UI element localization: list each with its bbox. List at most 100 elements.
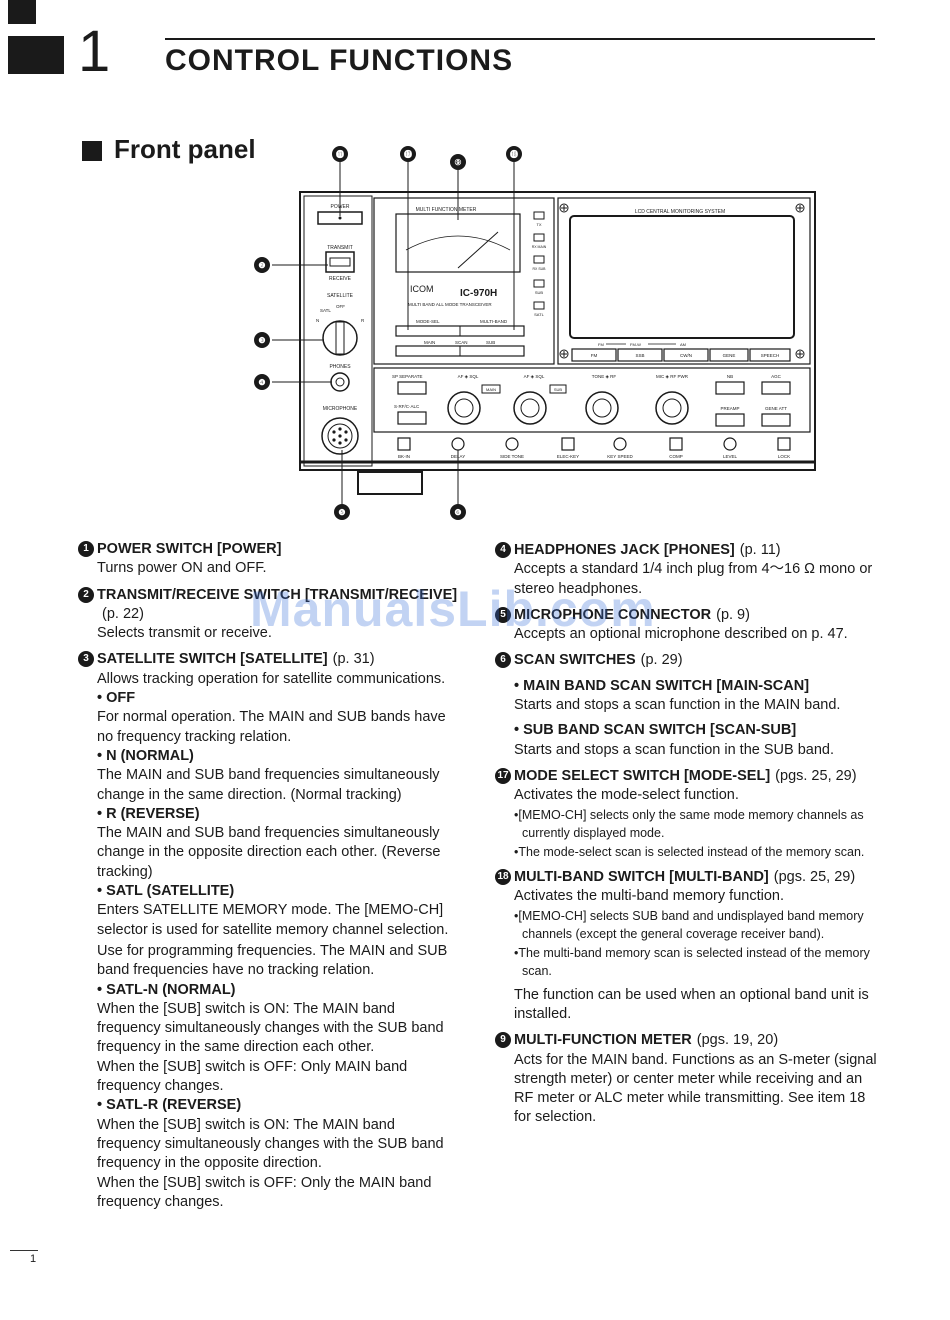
mode-satl-n-text2: When the [SUB] switch is OFF: Only MAIN …: [97, 1058, 408, 1095]
mode-sel-label: MODE-SEL: [416, 319, 440, 324]
item-9-number: 9: [495, 1032, 511, 1049]
front-panel-diagram: POWER TRANSMIT RECEIVE SATELLITE SATL OF…: [254, 146, 816, 520]
chapter-bar-top: [8, 0, 36, 24]
mode-row-am: AM: [680, 342, 686, 347]
preamp-label: PREAMP: [720, 406, 739, 411]
lcd-screen: [569, 215, 795, 339]
item-3-title: SATELLITE SWITCH [SATELLITE]: [97, 651, 328, 668]
item-4-body: Accepts a standard 1/4 inch plug from 4～…: [514, 561, 873, 597]
meter-title: MULTI FUNCTION METER: [416, 207, 477, 213]
callout-3-label: ❸: [258, 336, 265, 345]
item-6-title: SCAN SWITCHES: [514, 652, 636, 669]
item-4-page: (p. 11): [739, 542, 781, 558]
item-5-number: 5: [495, 606, 511, 623]
transmit-label: TRANSMIT: [327, 245, 353, 251]
bottom-key-speed: KEY SPEED: [607, 454, 633, 459]
mode-off-text: For normal operation. The MAIN and SUB b…: [97, 709, 446, 745]
item-1-body: Turns power ON and OFF.: [97, 560, 267, 577]
item-17-page: (pgs. 25, 29): [775, 767, 857, 784]
item-18-number: 18: [495, 869, 511, 886]
off-label: OFF: [336, 304, 345, 309]
callout-9-label: ⑨: [454, 158, 461, 167]
item-3-body: Allows tracking operation for satellite …: [97, 670, 446, 687]
bottom-comp: COMP: [669, 454, 683, 459]
main-scan-title: • MAIN BAND SCAN SWITCH [MAIN-SCAN]: [514, 677, 810, 694]
item-5-body: Accepts an optional microphone described…: [514, 626, 848, 643]
agc-label: AGC: [771, 374, 782, 379]
item-6-page: (p. 29): [640, 652, 683, 669]
sub-tag-label: SUB: [554, 387, 563, 392]
callout-18-label: ⓲: [510, 149, 518, 159]
item-17-body: Activates the mode-select function.: [514, 787, 739, 804]
item-1-number: 1: [78, 541, 94, 557]
satellite-modes: • OFF For normal operation. The MAIN and…: [78, 689, 458, 1212]
item-18-page: (pgs. 25, 29): [773, 869, 856, 886]
item-18-heading: 18 MULTI-BAND SWITCH [MULTI-BAND](pgs. 2…: [495, 868, 880, 887]
model-label: IC-970H: [460, 288, 497, 299]
item-4-title: HEADPHONES JACK [PHONES]: [514, 542, 735, 558]
s-rf-alc-label: S·RF/C·ALC: [394, 404, 420, 409]
tagline-label: MULTI BAND ALL MODE TRANSCEIVER: [408, 302, 492, 307]
item-9-heading: 9 MULTI-FUNCTION METER(pgs. 19, 20): [495, 1031, 880, 1050]
item-6-number: 6: [495, 652, 511, 669]
receive-label: RECEIVE: [329, 276, 352, 282]
main-label: MAIN: [424, 340, 435, 345]
item-9-title: MULTI-FUNCTION METER: [514, 1032, 692, 1049]
item-17-heading: 17 MODE SELECT SWITCH [MODE-SEL](pgs. 25…: [495, 767, 880, 786]
mic-rf-pwr-label: MIC ◈ RF PWR: [656, 374, 689, 379]
mode-satl-n-text: When the [SUB] switch is ON: The MAIN ba…: [97, 1000, 444, 1056]
right-column: 4 HEADPHONES JACK [PHONES](p. 11) Accept…: [495, 541, 880, 1128]
callout-markers: [254, 146, 522, 520]
page-number: 1: [30, 1253, 37, 1265]
item-9-page: (pgs. 19, 20): [696, 1032, 779, 1049]
left-panel: [303, 195, 373, 467]
section-title: Front panel: [114, 134, 256, 164]
item-1-heading: 1 POWER SWITCH [POWER]: [78, 540, 458, 559]
r-label: R: [361, 318, 365, 323]
main-tag-label: MAIN: [486, 387, 496, 392]
microphone-connector-drawing: [321, 417, 359, 455]
section-bullet: [82, 141, 102, 161]
satl-button-label: SATL: [534, 312, 544, 317]
meter-area: [373, 197, 555, 365]
left-column: 1 POWER SWITCH [POWER] Turns power ON an…: [78, 540, 458, 1212]
mode-satl-text: Enters SATELLITE MEMORY mode. The [MEMO-…: [97, 902, 449, 938]
multi-band-label: MULTI-BAND: [480, 319, 508, 324]
chassis-foot: [357, 471, 423, 495]
tone-rf-label: TONE ◈ RF: [592, 374, 617, 379]
item-18-note-2: •The multi-band memory scan is selected …: [514, 945, 870, 979]
rx-sub-label: RX SUB: [532, 267, 546, 271]
satellite-label: SATELLITE: [327, 293, 354, 299]
item-17-note-1: •[MEMO-CH] selects only the same mode me…: [514, 807, 864, 841]
mode-btn-ssb: SSB: [635, 353, 644, 358]
item-17-title: MODE SELECT SWITCH [MODE-SEL]: [514, 767, 771, 784]
lcd-area: [557, 197, 811, 365]
chapter-bar-block: [8, 36, 64, 74]
item-5-page: (p. 9): [716, 606, 750, 623]
item-2-page: (p. 22): [102, 605, 144, 622]
mode-satl-label: • SATL (SATELLITE): [97, 883, 235, 900]
callout-17-label: ⓱: [404, 149, 412, 159]
af-sql-sub-label: AF ◈ SQL: [524, 374, 545, 379]
bottom-elec-key: ELEC-KEY: [557, 454, 579, 459]
callout-5-label: ❺: [338, 508, 345, 517]
item-5-title: MICROPHONE CONNECTOR: [514, 606, 712, 623]
sub-scan-title: • SUB BAND SCAN SWITCH [SCAN-SUB]: [514, 722, 797, 739]
mode-btn-fm: FM: [591, 353, 598, 358]
callout-2-label: ❷: [258, 261, 265, 270]
mode-btn-gene: GENE: [723, 353, 736, 358]
mode-off-label: • OFF: [97, 690, 136, 707]
item-3-heading: 3 SATELLITE SWITCH [SATELLITE](p. 31): [78, 650, 458, 669]
brand-label: ICOM: [410, 284, 434, 294]
mode-row-fmw: FM-W: [630, 342, 641, 347]
rx-main-label: RX MAIN: [532, 245, 547, 249]
item-2-body: Selects transmit or receive.: [97, 625, 272, 642]
item-17-number: 17: [495, 767, 511, 784]
microphone-label: MICROPHONE: [323, 406, 358, 412]
bottom-level: LEVEL: [723, 454, 738, 459]
callout-6-label: ❻: [454, 508, 461, 517]
item-3-number: 3: [78, 651, 94, 668]
item-2-number: 2: [78, 586, 94, 603]
sp-separate-label: SP SEPARATE: [392, 374, 423, 379]
nb-label: NB: [727, 374, 733, 379]
